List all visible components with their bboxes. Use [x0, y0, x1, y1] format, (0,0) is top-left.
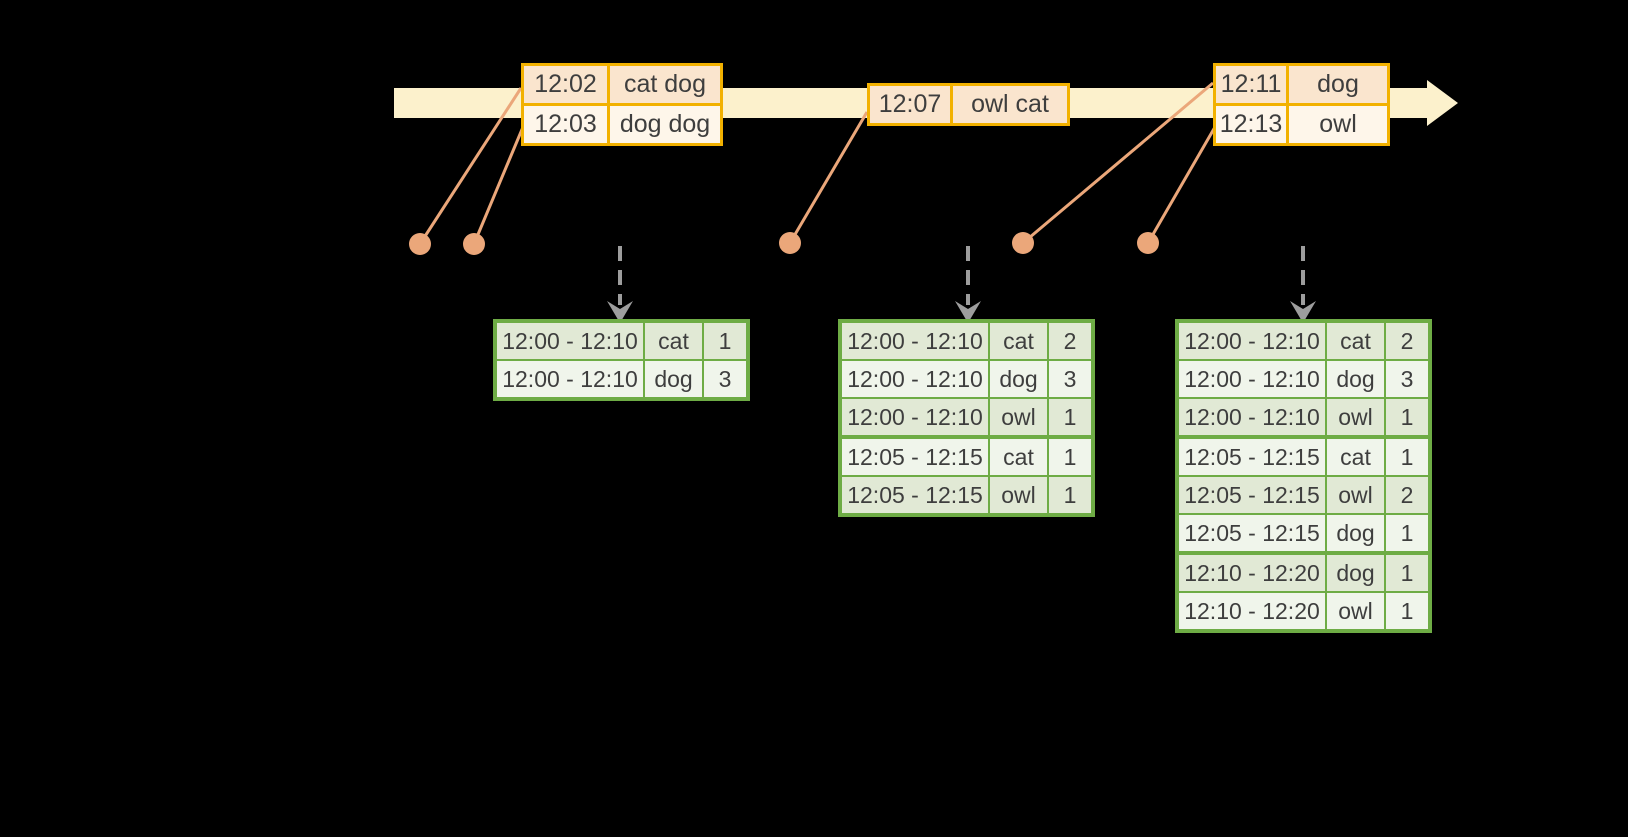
result-word-cell: dog — [645, 361, 702, 397]
result-count-cell: 3 — [704, 361, 746, 397]
result-window-cell: 12:10 - 12:20 — [1179, 555, 1325, 591]
result-count-cell: 3 — [1049, 361, 1091, 397]
result-count-cell: 1 — [1386, 515, 1428, 551]
result-count-cell: 3 — [1386, 361, 1428, 397]
event-row: 12:02 cat dog — [524, 66, 720, 103]
result-word-cell: dog — [1327, 515, 1384, 551]
trigger-arrow-icon — [607, 246, 633, 323]
trigger-arrow-icon — [955, 246, 981, 323]
result-row: 12:00 - 12:10 dog 3 — [842, 361, 1091, 397]
event-row: 12:11 dog — [1216, 66, 1387, 103]
result-word-cell: cat — [990, 439, 1047, 475]
result-window-cell: 12:05 - 12:15 — [842, 477, 988, 513]
result-row: 12:00 - 12:10 cat 2 — [1179, 323, 1428, 359]
result-count-cell: 2 — [1386, 323, 1428, 359]
event-dot-icon — [409, 233, 431, 255]
result-row: 12:10 - 12:20 owl 1 — [1179, 593, 1428, 629]
result-window-cell: 12:00 - 12:10 — [497, 361, 643, 397]
event-words-cell: owl — [1289, 106, 1387, 143]
event-dot-icon — [779, 232, 801, 254]
connector-line — [788, 111, 869, 244]
result-word-cell: dog — [990, 361, 1047, 397]
result-count-cell: 1 — [1386, 555, 1428, 591]
result-count-cell: 1 — [1049, 477, 1091, 513]
event-table-1211: 12:11 dog 12:13 owl — [1213, 63, 1390, 146]
result-table-3: 12:00 - 12:10 cat 2 12:00 - 12:10 dog 3 … — [1175, 319, 1432, 633]
connector-line — [472, 126, 525, 245]
result-word-cell: owl — [1327, 399, 1384, 435]
result-count-cell: 2 — [1049, 323, 1091, 359]
result-window-cell: 12:00 - 12:10 — [842, 399, 988, 435]
result-window-cell: 12:05 - 12:15 — [1179, 477, 1325, 513]
event-dot-icon — [463, 233, 485, 255]
result-window-cell: 12:00 - 12:10 — [1179, 323, 1325, 359]
event-words-cell: cat dog — [610, 66, 720, 103]
event-words-cell: dog — [1289, 66, 1387, 103]
connector-line — [1022, 81, 1214, 245]
result-row: 12:05 - 12:15 owl 1 — [842, 477, 1091, 513]
result-count-cell: 1 — [1386, 439, 1428, 475]
result-count-cell: 1 — [1049, 399, 1091, 435]
connector-line — [1146, 126, 1217, 244]
event-time-cell: 12:03 — [524, 106, 607, 143]
result-row: 12:00 - 12:10 owl 1 — [1179, 399, 1428, 435]
event-time-cell: 12:13 — [1216, 106, 1286, 143]
result-row: 12:00 - 12:10 dog 3 — [1179, 361, 1428, 397]
result-word-cell: cat — [645, 323, 702, 359]
event-row: 12:03 dog dog — [524, 106, 720, 143]
result-window-cell: 12:05 - 12:15 — [1179, 439, 1325, 475]
result-row: 12:00 - 12:10 dog 3 — [497, 361, 746, 397]
result-row: 12:00 - 12:10 cat 1 — [497, 323, 746, 359]
result-word-cell: cat — [1327, 439, 1384, 475]
event-table-1202: 12:02 cat dog 12:03 dog dog — [521, 63, 723, 146]
result-word-cell: owl — [990, 477, 1047, 513]
event-words-cell: dog dog — [610, 106, 720, 143]
event-dot-icon — [1137, 232, 1159, 254]
result-window-cell: 12:00 - 12:10 — [1179, 399, 1325, 435]
result-table-2: 12:00 - 12:10 cat 2 12:00 - 12:10 dog 3 … — [838, 319, 1095, 517]
result-window-cell: 12:00 - 12:10 — [842, 323, 988, 359]
result-word-cell: dog — [1327, 555, 1384, 591]
result-row: 12:00 - 12:10 owl 1 — [842, 399, 1091, 435]
result-window-cell: 12:05 - 12:15 — [1179, 515, 1325, 551]
result-row: 12:05 - 12:15 dog 1 — [1179, 515, 1428, 551]
result-window-cell: 12:00 - 12:10 — [497, 323, 643, 359]
result-word-cell: owl — [1327, 593, 1384, 629]
result-word-cell: owl — [990, 399, 1047, 435]
result-count-cell: 1 — [1386, 593, 1428, 629]
result-row: 12:05 - 12:15 owl 2 — [1179, 477, 1428, 513]
result-row: 12:10 - 12:20 dog 1 — [1179, 555, 1428, 591]
result-window-cell: 12:00 - 12:10 — [842, 361, 988, 397]
result-row: 12:05 - 12:15 cat 1 — [842, 439, 1091, 475]
result-row: 12:00 - 12:10 cat 2 — [842, 323, 1091, 359]
result-count-cell: 2 — [1386, 477, 1428, 513]
event-row: 12:13 owl — [1216, 106, 1387, 143]
result-window-cell: 12:10 - 12:20 — [1179, 593, 1325, 629]
event-row: 12:07 owl cat — [870, 86, 1067, 123]
result-word-cell: cat — [990, 323, 1047, 359]
event-time-cell: 12:07 — [870, 86, 950, 123]
event-time-cell: 12:11 — [1216, 66, 1286, 103]
result-count-cell: 1 — [704, 323, 746, 359]
event-table-1207: 12:07 owl cat — [867, 83, 1070, 126]
result-window-cell: 12:05 - 12:15 — [842, 439, 988, 475]
trigger-arrow-icon — [1290, 246, 1316, 323]
result-word-cell: owl — [1327, 477, 1384, 513]
event-words-cell: owl cat — [953, 86, 1067, 123]
connector-line — [418, 87, 523, 245]
result-count-cell: 1 — [1049, 439, 1091, 475]
result-row: 12:05 - 12:15 cat 1 — [1179, 439, 1428, 475]
result-word-cell: dog — [1327, 361, 1384, 397]
result-word-cell: cat — [1327, 323, 1384, 359]
result-count-cell: 1 — [1386, 399, 1428, 435]
event-dot-icon — [1012, 232, 1034, 254]
result-window-cell: 12:00 - 12:10 — [1179, 361, 1325, 397]
event-time-cell: 12:02 — [524, 66, 607, 103]
result-table-1: 12:00 - 12:10 cat 1 12:00 - 12:10 dog 3 — [493, 319, 750, 401]
